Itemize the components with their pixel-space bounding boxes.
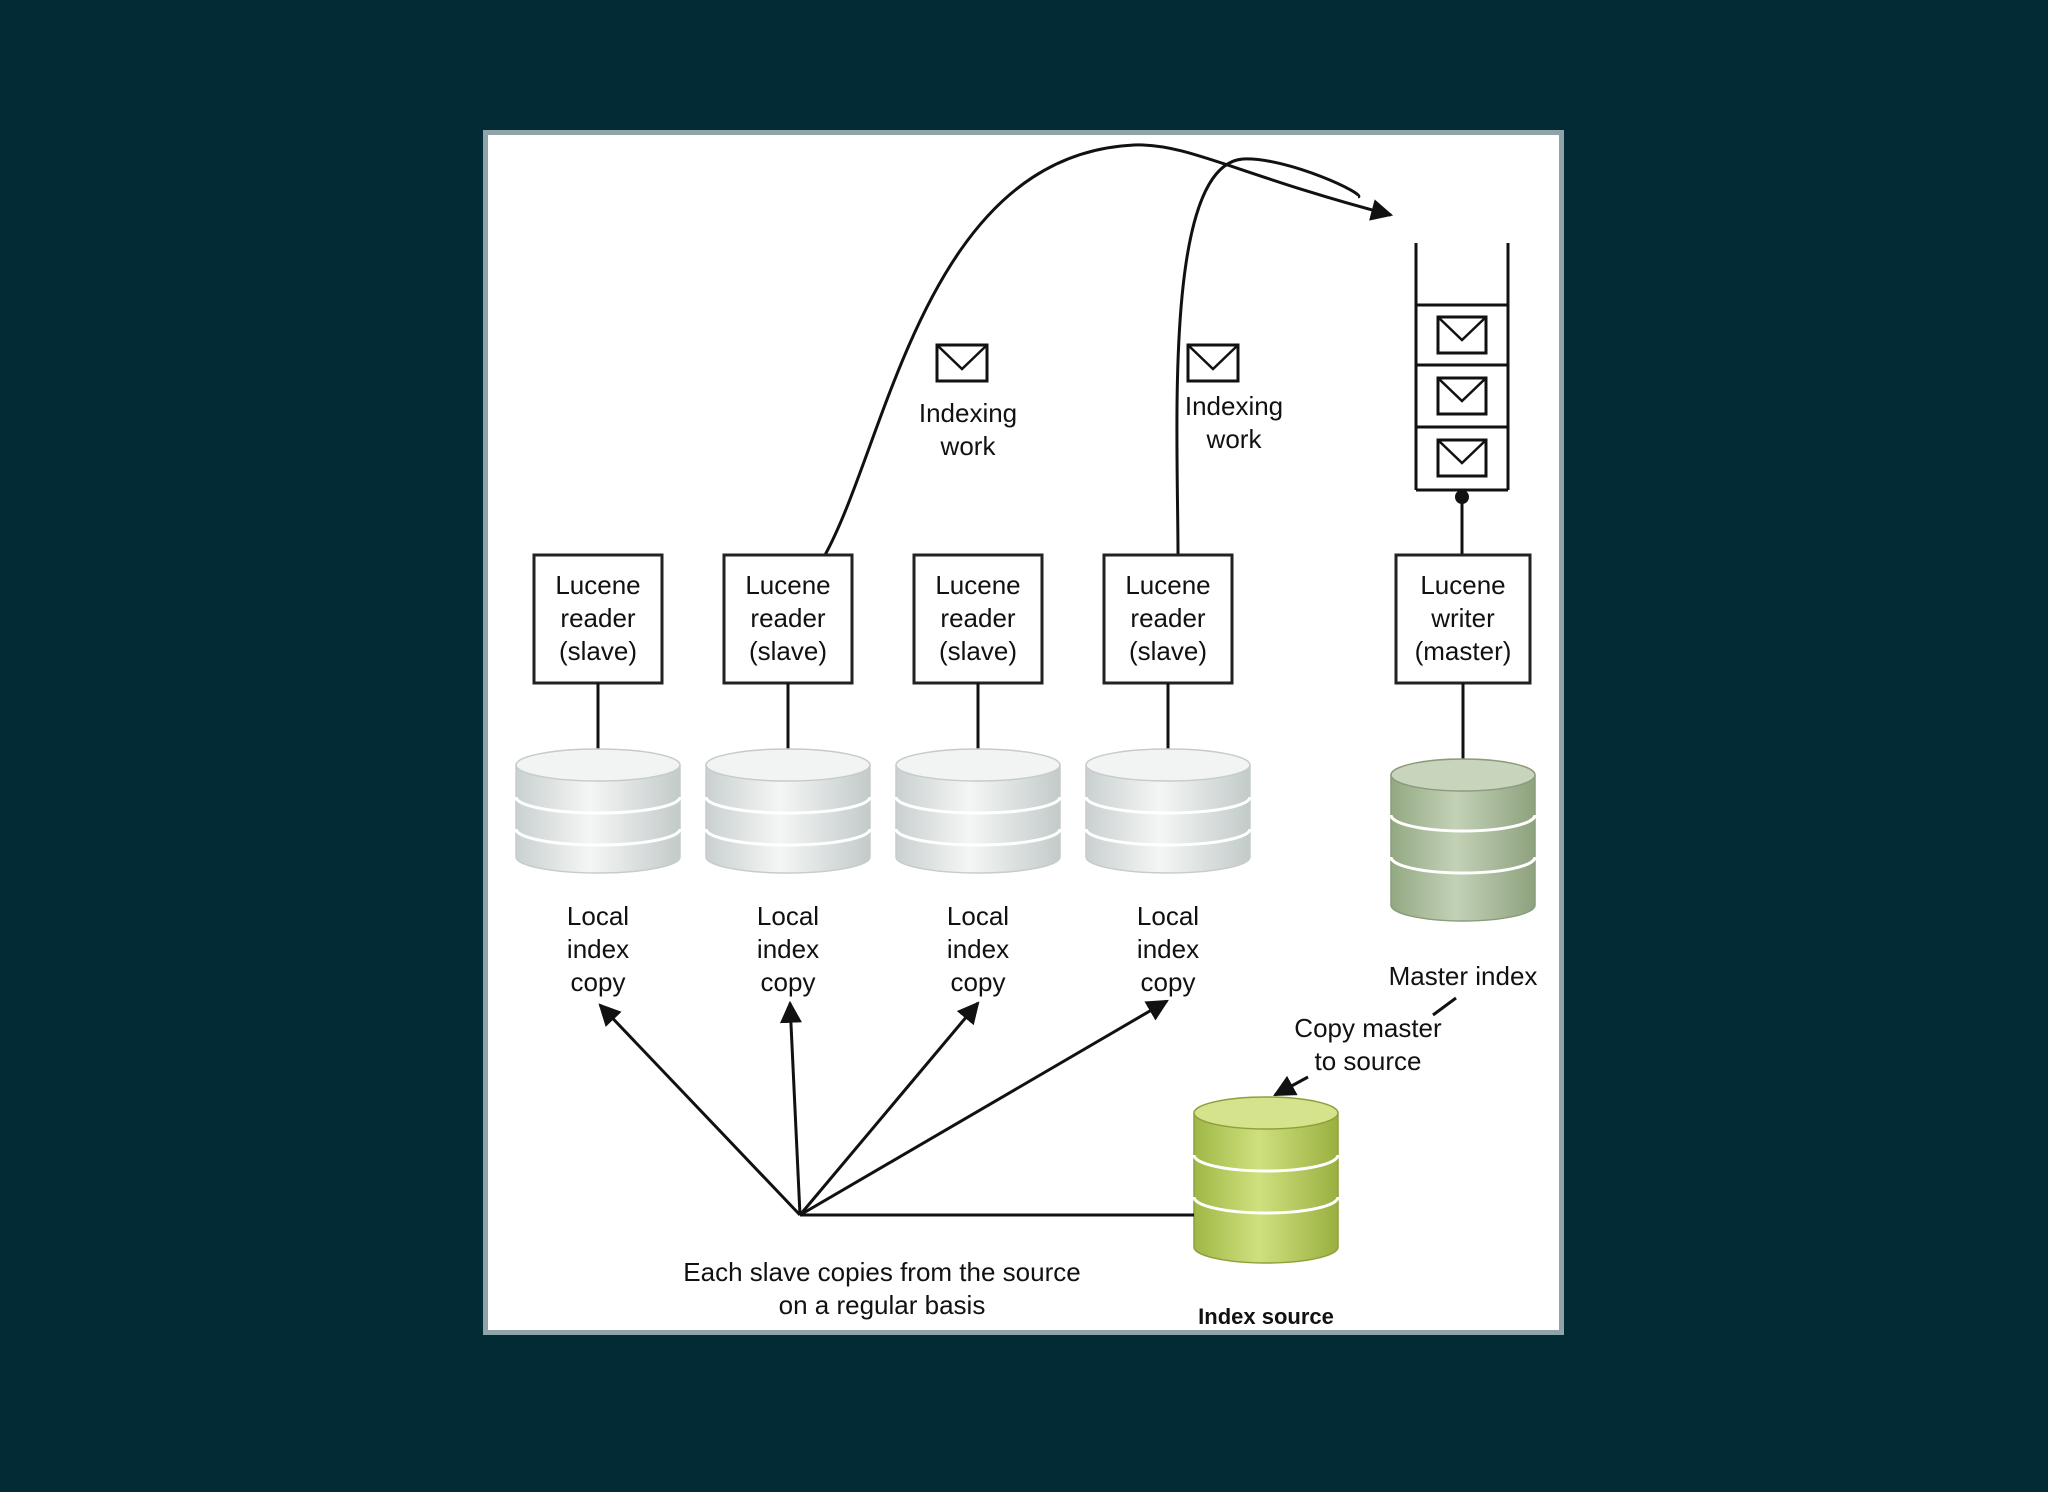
svg-text:reader: reader [1130,603,1205,633]
svg-text:Lucene: Lucene [1125,570,1210,600]
index-source-label: Index source [1198,1304,1334,1329]
index-source-disk [1192,1096,1340,1264]
indexing-work-label-1b: work [940,431,997,461]
svg-text:copy: copy [951,967,1006,997]
svg-text:writer: writer [1430,603,1495,633]
svg-text:Local: Local [757,901,819,931]
svg-text:copy: copy [761,967,816,997]
lucene-writer: Lucene writer (master) [1394,553,1532,685]
svg-text:Lucene: Lucene [555,570,640,600]
local-index-copy-label-1: Local index copy [567,901,629,997]
svg-text:reader: reader [560,603,635,633]
svg-text:Local: Local [567,901,629,931]
local-index-copy-label-3: Local index copy [947,901,1009,997]
indexing-work-label-1a: Indexing [919,398,1017,428]
queued-envelope-icon [1436,438,1488,478]
svg-text:Local: Local [947,901,1009,931]
indexing-work-label-2b: work [1206,424,1263,454]
svg-text:Lucene: Lucene [745,570,830,600]
master-index-label: Master index [1389,961,1538,991]
svg-text:(slave): (slave) [749,636,827,666]
queued-envelope-icon [1436,376,1488,416]
svg-text:(slave): (slave) [1129,636,1207,666]
diagram-frame: Indexing work Indexing work Lucene reade… [483,130,1564,1335]
copy-master-arrow [1273,1075,1309,1097]
copy-arrow-3 [798,1001,980,1216]
master-index-disk [1389,758,1537,922]
indexing-work-envelope-icon [935,343,989,383]
svg-text:reader: reader [750,603,825,633]
lucene-reader-1: Lucene reader (slave) [532,553,664,685]
svg-text:(master): (master) [1415,636,1512,666]
svg-text:copy: copy [1141,967,1196,997]
master-index-leader [1432,996,1457,1017]
svg-text:index: index [1137,934,1199,964]
lucene-reader-4: Lucene reader (slave) [1102,553,1234,685]
svg-text:Local: Local [1137,901,1199,931]
indexing-work-arrow-1 [823,143,1394,556]
svg-text:copy: copy [571,967,626,997]
svg-text:index: index [947,934,1009,964]
local-index-copy-label-4: Local index copy [1137,901,1199,997]
local-index-disk-3 [894,748,1062,874]
lucene-reader-3: Lucene reader (slave) [912,553,1044,685]
copy-master-label-1: Copy master [1294,1013,1442,1043]
slave-copy-note-1: Each slave copies from the source [683,1257,1080,1287]
svg-text:(slave): (slave) [559,636,637,666]
svg-text:reader: reader [940,603,1015,633]
architecture-diagram: Indexing work Indexing work Lucene reade… [514,143,1538,1329]
copy-arrow-2 [779,1000,802,1216]
slave-copy-note-2: on a regular basis [779,1290,986,1320]
indexing-work-envelope-icon [1186,343,1240,383]
svg-text:Lucene: Lucene [935,570,1020,600]
local-index-copy-label-2: Local index copy [757,901,819,997]
local-index-disk-2 [704,748,872,874]
svg-text:Lucene: Lucene [1420,570,1505,600]
copy-arrow-4 [799,999,1169,1217]
svg-text:index: index [757,934,819,964]
lucene-reader-2: Lucene reader (slave) [722,553,854,685]
indexing-work-label-2a: Indexing [1185,391,1283,421]
svg-text:index: index [567,934,629,964]
copy-master-label-2: to source [1315,1046,1422,1076]
svg-text:(slave): (slave) [939,636,1017,666]
indexing-work-arrow-2 [1175,157,1361,556]
local-index-disk-1 [514,748,682,874]
local-index-disk-4 [1084,748,1252,874]
message-queue [1414,243,1510,555]
queued-envelope-icon [1436,315,1488,355]
copy-arrow-1 [598,1003,802,1217]
queue-connector-dot [1455,490,1469,504]
